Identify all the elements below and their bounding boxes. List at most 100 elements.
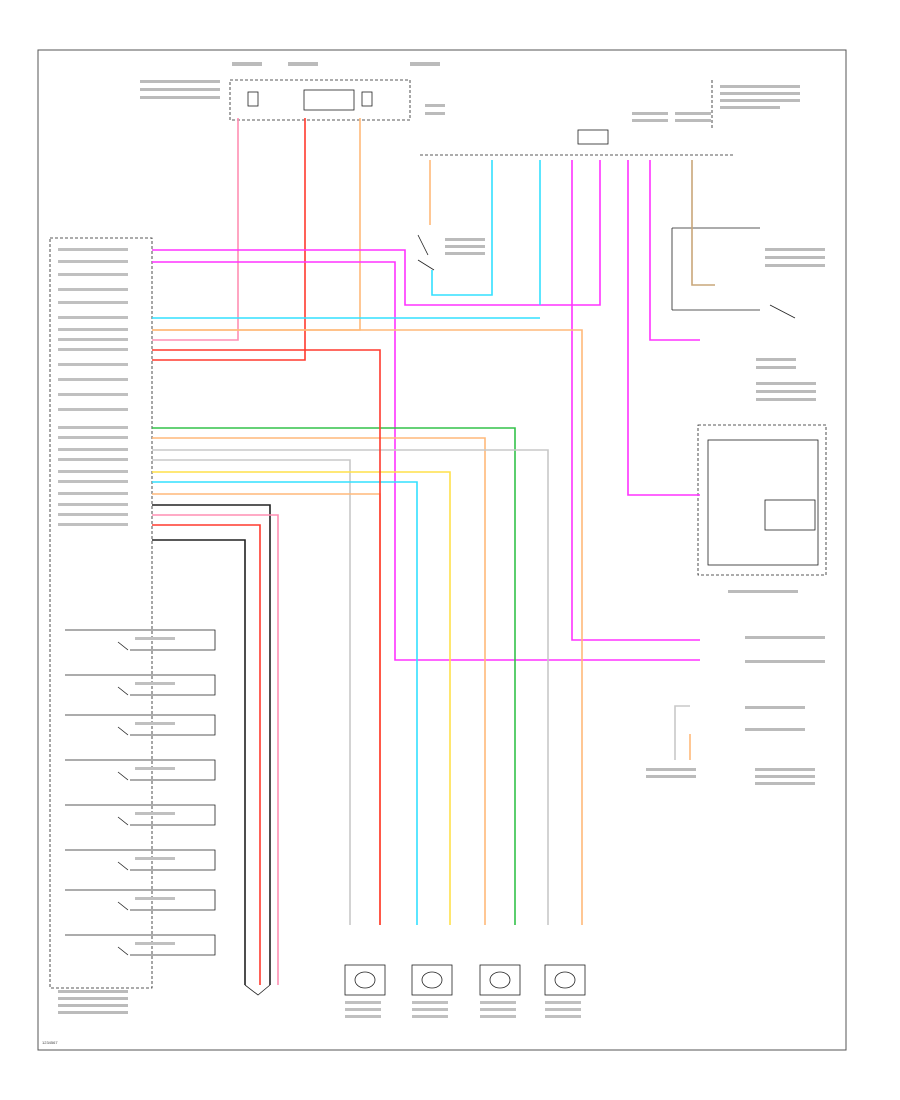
pin-label-5 bbox=[58, 301, 128, 304]
pin-label-9 bbox=[58, 348, 128, 351]
pin-label-4 bbox=[58, 288, 128, 291]
wire-stop-lamp-out bbox=[431, 160, 493, 296]
pin-label-20 bbox=[58, 492, 128, 495]
pin-label-10 bbox=[58, 363, 128, 366]
pin-label-21 bbox=[58, 503, 128, 506]
wire-rr-sensor-low bbox=[152, 437, 486, 925]
cluster-outline bbox=[697, 424, 827, 576]
label-traction-2 bbox=[632, 119, 668, 122]
wire-class2-serial-1 bbox=[152, 160, 601, 306]
label-right-top-3 bbox=[720, 99, 800, 102]
label-underhood-left-2 bbox=[140, 88, 220, 91]
label-traction-switch-2 bbox=[756, 366, 796, 369]
wire-ignition-feed bbox=[152, 118, 306, 361]
wire-lr-sensor-high bbox=[152, 449, 549, 925]
label-ecm-1 bbox=[745, 706, 805, 709]
solenoid-valve-4 bbox=[65, 759, 216, 781]
label-switch-2 bbox=[765, 256, 825, 259]
pump-motor-symbol bbox=[244, 984, 271, 996]
diagram-frame bbox=[37, 49, 847, 1051]
pin-label-18 bbox=[58, 470, 128, 473]
wheel-speed-sensor-1 bbox=[344, 964, 386, 1018]
label-underhood-left-3 bbox=[140, 96, 220, 99]
wire-rr-sensor-high bbox=[152, 427, 516, 925]
label-hot-in-run bbox=[288, 62, 318, 66]
pin-label-6 bbox=[58, 316, 128, 319]
solenoid-valve-6 bbox=[65, 849, 216, 871]
wire-rf-sensor-signal bbox=[152, 329, 583, 925]
label-switch-3 bbox=[765, 264, 825, 267]
wire-lf-sensor-high bbox=[152, 459, 351, 925]
label-ebcm-2 bbox=[58, 997, 128, 1000]
underhood-fuse-block bbox=[140, 62, 445, 121]
label-hot-in-start bbox=[410, 62, 440, 66]
pin-label-2 bbox=[58, 260, 128, 263]
label-ecm-2 bbox=[745, 728, 805, 731]
label-engine-control-5 bbox=[755, 782, 815, 785]
label-traction-switch-5 bbox=[756, 398, 816, 401]
label-traction-switch-3 bbox=[756, 382, 816, 385]
wheel-speed-sensor-4 bbox=[544, 964, 586, 1018]
wire-battery-feed bbox=[152, 118, 239, 341]
solenoid-valve-1 bbox=[65, 629, 216, 651]
pin-label-11 bbox=[58, 378, 128, 381]
label-instrument-cluster bbox=[728, 590, 798, 593]
wire-lf-feed bbox=[152, 349, 381, 925]
wheel-speed-sensor-2 bbox=[411, 964, 453, 1018]
label-class2-1 bbox=[745, 636, 825, 639]
label-right-top-1 bbox=[720, 85, 800, 88]
pin-label-19 bbox=[58, 480, 128, 483]
instrument-cluster bbox=[697, 424, 827, 593]
label-stop-lamp-1 bbox=[445, 238, 485, 241]
solenoid-valves bbox=[65, 629, 216, 956]
wire-lf-sensor-low bbox=[152, 471, 451, 925]
fuse-block-outline bbox=[229, 79, 411, 121]
class2-connectors bbox=[646, 636, 825, 785]
wire-class2-serial-2 bbox=[152, 261, 700, 661]
solenoid-valve-2 bbox=[65, 674, 216, 696]
label-traction-1 bbox=[632, 112, 668, 115]
wire-pump-motor-2 bbox=[152, 514, 279, 985]
wire-pump-ground bbox=[152, 539, 246, 985]
label-ebcm-1 bbox=[58, 990, 128, 993]
wire-pump-motor-3 bbox=[152, 524, 261, 985]
label-switch-1 bbox=[765, 248, 825, 251]
wire-rf-sensor-high bbox=[152, 493, 381, 925]
wire-lr-sensor-low bbox=[152, 481, 418, 925]
solenoid-valve-5 bbox=[65, 804, 216, 826]
solenoid-valve-7 bbox=[65, 889, 216, 911]
pin-label-12 bbox=[58, 393, 128, 396]
label-engine-control-2 bbox=[646, 775, 696, 778]
label-hot-at-all-times bbox=[232, 62, 262, 66]
pin-label-23 bbox=[58, 523, 128, 526]
wire-fused-feed bbox=[152, 118, 361, 331]
cluster-inner bbox=[707, 439, 819, 566]
wire-class2-traction bbox=[649, 160, 700, 341]
label-traction-switch-1 bbox=[756, 358, 796, 361]
label-underhood-left-1 bbox=[140, 80, 220, 83]
wire-ecm-2 bbox=[674, 705, 690, 760]
label-engine-control-4 bbox=[755, 775, 815, 778]
wheel-speed-sensors bbox=[244, 964, 586, 1018]
label-class2-2 bbox=[745, 660, 825, 663]
wire-pump-motor-1 bbox=[152, 504, 271, 985]
dlc-block bbox=[577, 129, 609, 145]
pin-label-16 bbox=[58, 448, 128, 451]
label-engine-control-3 bbox=[755, 768, 815, 771]
label-stop-lamp-2 bbox=[445, 245, 485, 248]
label-fuse-4b bbox=[425, 112, 445, 115]
label-engine-control-1 bbox=[646, 768, 696, 771]
cluster-module bbox=[764, 499, 816, 531]
solenoid-valve-8 bbox=[65, 934, 216, 956]
pin-label-7 bbox=[58, 328, 128, 331]
wire-class2-cluster bbox=[571, 160, 700, 641]
pin-label-1 bbox=[58, 248, 128, 251]
wires bbox=[152, 118, 715, 985]
sw-contact bbox=[769, 304, 796, 319]
ebcm-pin-labels bbox=[58, 248, 128, 526]
pin-label-17 bbox=[58, 458, 128, 461]
label-traction-3 bbox=[675, 112, 711, 115]
data-link-connector-area bbox=[420, 80, 800, 156]
ebcm-module bbox=[49, 237, 153, 1014]
label-traction-4 bbox=[675, 119, 711, 122]
